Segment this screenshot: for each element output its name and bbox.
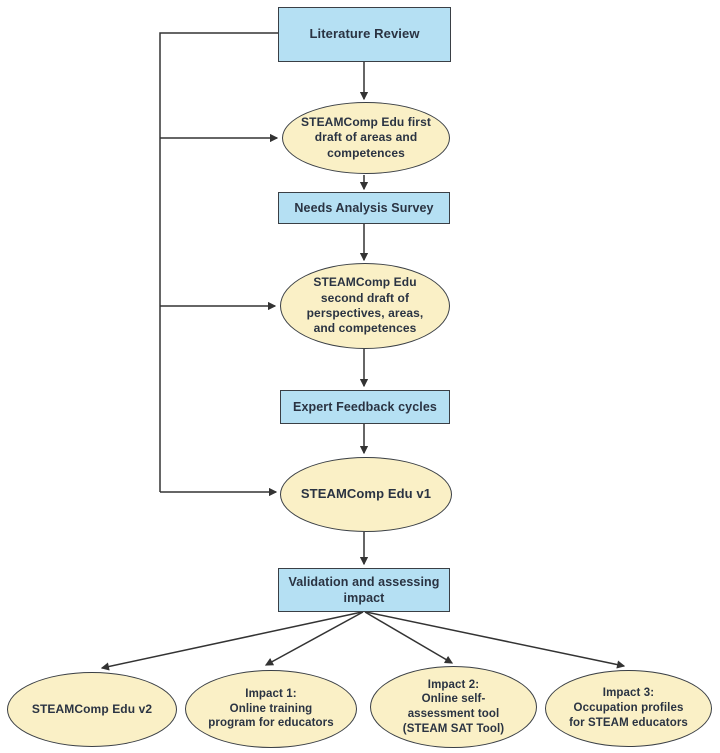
node-impact-1: Impact 1: Online training program for ed… [185, 670, 357, 748]
node-literature-review: Literature Review [278, 7, 451, 62]
node-impact-3: Impact 3: Occupation profiles for STEAM … [545, 670, 712, 747]
node-validation: Validation and assessing impact [278, 568, 450, 612]
connector-validation-to-impact3 [365, 611, 626, 669]
node-steamcomp-v1: STEAMComp Edu v1 [280, 457, 452, 532]
connector-left-rail [159, 32, 278, 492]
node-impact-2: Impact 2: Online self- assessment tool (… [370, 666, 537, 748]
node-needs-analysis: Needs Analysis Survey [278, 192, 450, 224]
node-steamcomp-v2: STEAMComp Edu v2 [7, 672, 177, 747]
node-second-draft: STEAMComp Edu second draft of perspectiv… [280, 263, 450, 349]
connector-validation-to-v2 [100, 611, 363, 671]
node-first-draft: STEAMComp Edu first draft of areas and c… [282, 102, 450, 174]
connector-validation-to-impact2 [364, 611, 454, 664]
connector-validation-to-impact1 [264, 611, 364, 666]
node-expert-feedback: Expert Feedback cycles [280, 390, 450, 424]
